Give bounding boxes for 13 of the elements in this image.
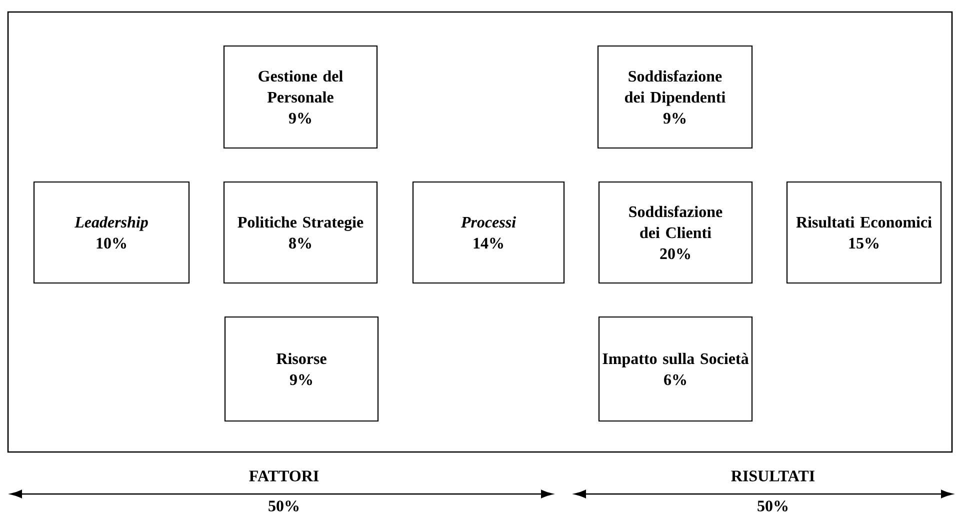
box: Processi 14% [412,181,565,284]
box: Soddisfazione dei Clienti 20% [598,181,753,284]
box: Risorse 9% [224,316,379,422]
label: 50% [268,500,298,512]
box: Gestione del Personale 9% [223,45,378,149]
box: Leadership 10% [33,181,190,284]
label: FATTORI [249,470,319,482]
label: RISULTATI [731,470,815,482]
box: Politiche Strategie 8% [223,181,378,284]
box: Impatto sulla Società 6% [598,316,753,422]
label: 50% [758,500,788,512]
box: Risultati Economici 15% [786,181,942,284]
box: Soddisfazione dei Dipendenti 9% [597,45,753,149]
